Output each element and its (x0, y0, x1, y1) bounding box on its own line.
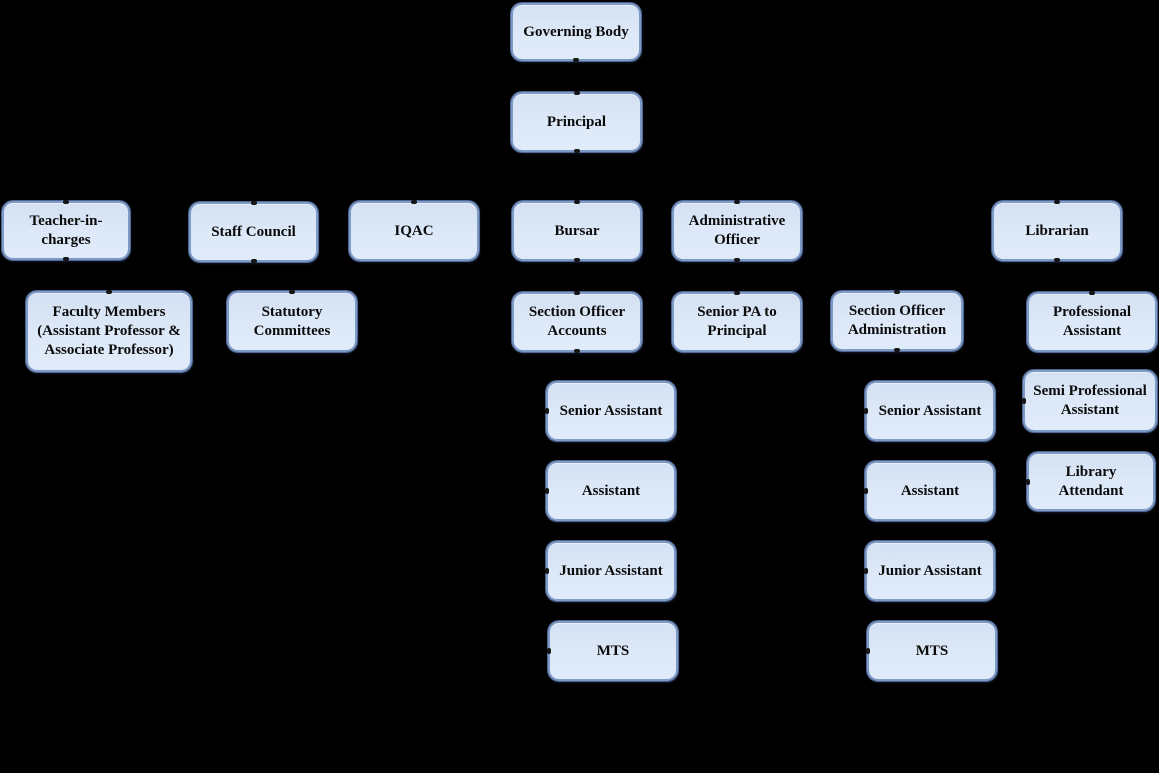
node-librarian: Librarian (992, 200, 1122, 262)
connector-anchor (63, 257, 69, 261)
node-section-officer-administration: Section Officer Administration (831, 290, 963, 352)
connector-anchor (573, 58, 579, 62)
node-junior-assistant-accounts: Junior Assistant (545, 541, 676, 601)
node-label: Junior Assistant (559, 562, 663, 579)
node-label: IQAC (394, 222, 434, 239)
node-assistant-accounts: Assistant (545, 461, 676, 521)
node-staff-council: Staff Council (189, 201, 318, 263)
node-label: Statutory Committees (253, 303, 331, 339)
connector-anchor (1054, 200, 1060, 204)
node-teacher-in-charges: Teacher-in- charges (2, 200, 130, 261)
node-mts-administration: MTS (866, 621, 997, 681)
node-label: Bursar (554, 222, 600, 239)
connector-anchor (574, 349, 580, 353)
node-senior-pa-to-principal: Senior PA to Principal (672, 291, 802, 352)
connector-anchor (574, 258, 580, 262)
node-label: Senior Assistant (878, 402, 982, 419)
connector-anchor (866, 648, 870, 654)
node-label: Governing Body (523, 23, 629, 40)
node-label: Administrative Officer (688, 213, 786, 248)
connector-anchor (545, 488, 549, 494)
connector-anchor (545, 568, 549, 574)
connector-anchor (734, 258, 740, 262)
connector-anchor (411, 200, 417, 204)
connector-anchor (250, 201, 257, 205)
node-label: Semi Professional Assistant (1033, 383, 1147, 418)
connector-anchor (574, 291, 580, 295)
node-junior-assistant-administration: Junior Assistant (864, 541, 995, 601)
node-library-attendant: Library Attendant (1026, 452, 1155, 511)
node-administrative-officer: Administrative Officer (672, 200, 802, 262)
node-faculty-members: Faculty Members (Assistant Professor & A… (26, 290, 192, 372)
connector-anchor (250, 259, 257, 263)
connector-anchor (894, 348, 900, 352)
node-statutory-committees: Statutory Committees (227, 290, 357, 352)
connector-anchor (1054, 258, 1060, 262)
connector-anchor (1026, 478, 1030, 485)
connector-anchor (573, 91, 580, 95)
node-label: Assistant (900, 482, 960, 499)
node-label: Principal (546, 113, 607, 130)
node-label: MTS (596, 642, 630, 659)
node-iqac: IQAC (349, 200, 479, 261)
node-label: Section Officer Administration (847, 303, 947, 338)
connector-anchor (574, 200, 580, 204)
connector-anchor (864, 568, 868, 574)
connector-anchor (1089, 291, 1095, 295)
connector-anchor (573, 149, 580, 153)
node-label: Faculty Members (Assistant Professor & A… (37, 304, 181, 358)
node-senior-assistant-administration: Senior Assistant (864, 381, 995, 441)
node-section-officer-accounts: Section Officer Accounts (512, 291, 642, 353)
connector-anchor (734, 291, 740, 295)
node-label: Library Attendant (1058, 463, 1124, 499)
connector-anchor (864, 408, 868, 414)
node-label: Assistant (581, 482, 641, 499)
connector-anchor (106, 290, 112, 294)
node-label: Librarian (1025, 222, 1089, 239)
node-label: MTS (915, 642, 949, 659)
connector-anchor (734, 200, 740, 204)
node-label: Professional Assistant (1052, 304, 1132, 339)
node-bursar: Bursar (512, 200, 642, 262)
node-label: Staff Council (211, 223, 296, 240)
connector-anchor (864, 488, 868, 494)
connector-anchor (894, 290, 900, 294)
connector-anchor (1022, 398, 1026, 404)
connector-anchor (547, 648, 551, 654)
node-semi-professional-assistant: Semi Professional Assistant (1022, 370, 1157, 432)
connector-anchor (289, 290, 295, 294)
node-label: Section Officer Accounts (528, 304, 626, 339)
node-mts-accounts: MTS (547, 621, 678, 681)
node-label: Teacher-in- charges (29, 212, 103, 248)
node-label: Junior Assistant (878, 562, 982, 579)
connector-anchor (63, 200, 69, 204)
node-assistant-administration: Assistant (864, 461, 995, 521)
node-label: Senior PA to Principal (697, 304, 777, 339)
node-governing-body: Governing Body (511, 3, 641, 62)
connector-anchor (545, 408, 549, 414)
node-senior-assistant-accounts: Senior Assistant (545, 381, 676, 441)
node-label: Senior Assistant (559, 402, 663, 419)
node-professional-assistant: Professional Assistant (1027, 291, 1157, 352)
node-principal: Principal (511, 91, 642, 153)
